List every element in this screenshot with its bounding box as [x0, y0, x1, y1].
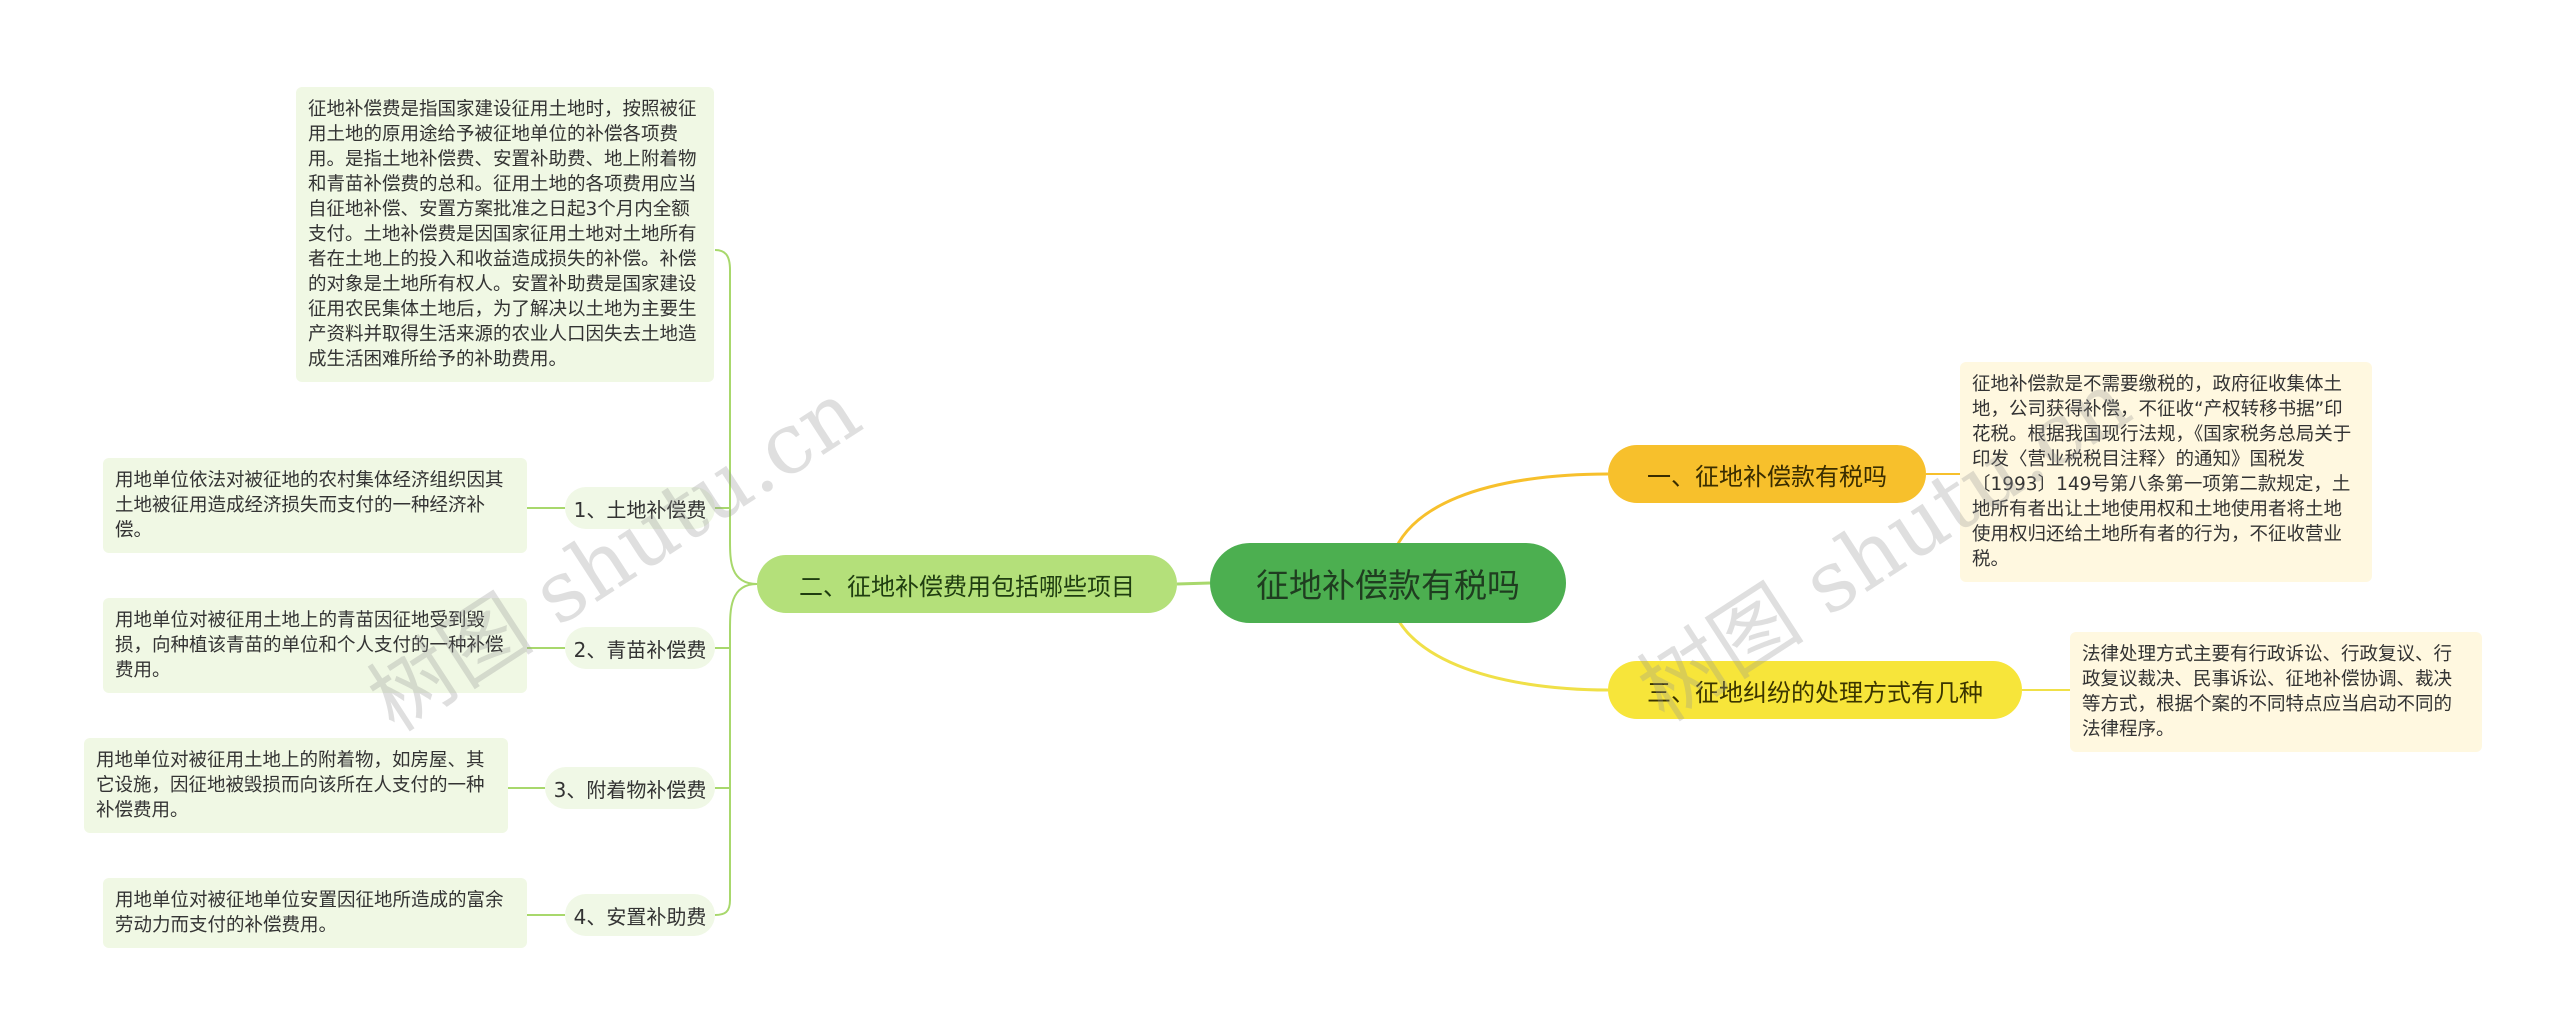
leaf-text: 征地补偿费是指国家建设征用土地时，按照被征用土地的原用途给予被征地单位的补偿各项…	[308, 99, 697, 370]
leaf-node-attachment-compensation[interactable]: 用地单位对被征用土地上的附着物，如房屋、其它设施，因征地被毁损而向该所在人支付的…	[84, 738, 508, 833]
root-label: 征地补偿款有税吗	[1256, 566, 1520, 605]
branch-label: 二、征地补偿费用包括哪些项目	[799, 572, 1135, 601]
sub-label: 4、安置补助费	[573, 904, 707, 929]
branch-node-items[interactable]: 二、征地补偿费用包括哪些项目	[757, 555, 1177, 613]
leaf-text: 征地补偿款是不需要缴税的，政府征收集体土地，公司获得补偿，不征收“产权转移书据”…	[1972, 374, 2352, 570]
root-node[interactable]: 征地补偿款有税吗	[1210, 543, 1566, 623]
sub-label: 3、附着物补偿费	[553, 777, 707, 802]
branch-label: 一、征地补偿款有税吗	[1647, 462, 1887, 491]
sub-node-attachment-compensation[interactable]: 3、附着物补偿费	[545, 767, 715, 809]
leaf-node-tax[interactable]: 征地补偿款是不需要缴税的，政府征收集体土地，公司获得补偿，不征收“产权转移书据”…	[1960, 362, 2372, 582]
branch-node-tax[interactable]: 一、征地补偿款有税吗	[1608, 445, 1926, 503]
leaf-node-intro[interactable]: 征地补偿费是指国家建设征用土地时，按照被征用土地的原用途给予被征地单位的补偿各项…	[296, 87, 714, 382]
sub-node-land-compensation[interactable]: 1、土地补偿费	[565, 487, 715, 529]
leaf-text: 法律处理方式主要有行政诉讼、行政复议、行政复议裁决、民事诉讼、征地补偿协调、裁决…	[2082, 644, 2453, 740]
sub-label: 2、青苗补偿费	[573, 637, 707, 662]
leaf-text: 用地单位依法对被征地的农村集体经济组织因其土地被征用造成经济损失而支付的一种经济…	[115, 470, 504, 541]
leaf-node-crop-compensation[interactable]: 用地单位对被征用土地上的青苗因征地受到毁损，向种植该青苗的单位和个人支付的一种补…	[103, 598, 527, 693]
branch-label: 三、征地纠纷的处理方式有几种	[1647, 678, 1983, 707]
link-root-branch2	[1176, 581, 1211, 586]
leaf-text: 用地单位对被征地单位安置因征地所造成的富余劳动力而支付的补偿费用。	[115, 890, 504, 936]
branch-node-dispute[interactable]: 三、征地纠纷的处理方式有几种	[1608, 661, 2022, 719]
sub-node-crop-compensation[interactable]: 2、青苗补偿费	[565, 627, 715, 669]
leaf-text: 用地单位对被征用土地上的附着物，如房屋、其它设施，因征地被毁损而向该所在人支付的…	[96, 750, 485, 821]
sub-node-resettlement-subsidy[interactable]: 4、安置补助费	[565, 894, 715, 936]
sub-label: 1、土地补偿费	[573, 497, 707, 522]
leaf-node-resettlement-subsidy[interactable]: 用地单位对被征地单位安置因征地所造成的富余劳动力而支付的补偿费用。	[103, 878, 527, 948]
leaf-node-dispute[interactable]: 法律处理方式主要有行政诉讼、行政复议、行政复议裁决、民事诉讼、征地补偿协调、裁决…	[2070, 632, 2482, 752]
leaf-text: 用地单位对被征用土地上的青苗因征地受到毁损，向种植该青苗的单位和个人支付的一种补…	[115, 610, 504, 681]
link-branch2-spine	[714, 249, 758, 585]
leaf-node-land-compensation[interactable]: 用地单位依法对被征地的农村集体经济组织因其土地被征用造成经济损失而支付的一种经济…	[103, 458, 527, 553]
